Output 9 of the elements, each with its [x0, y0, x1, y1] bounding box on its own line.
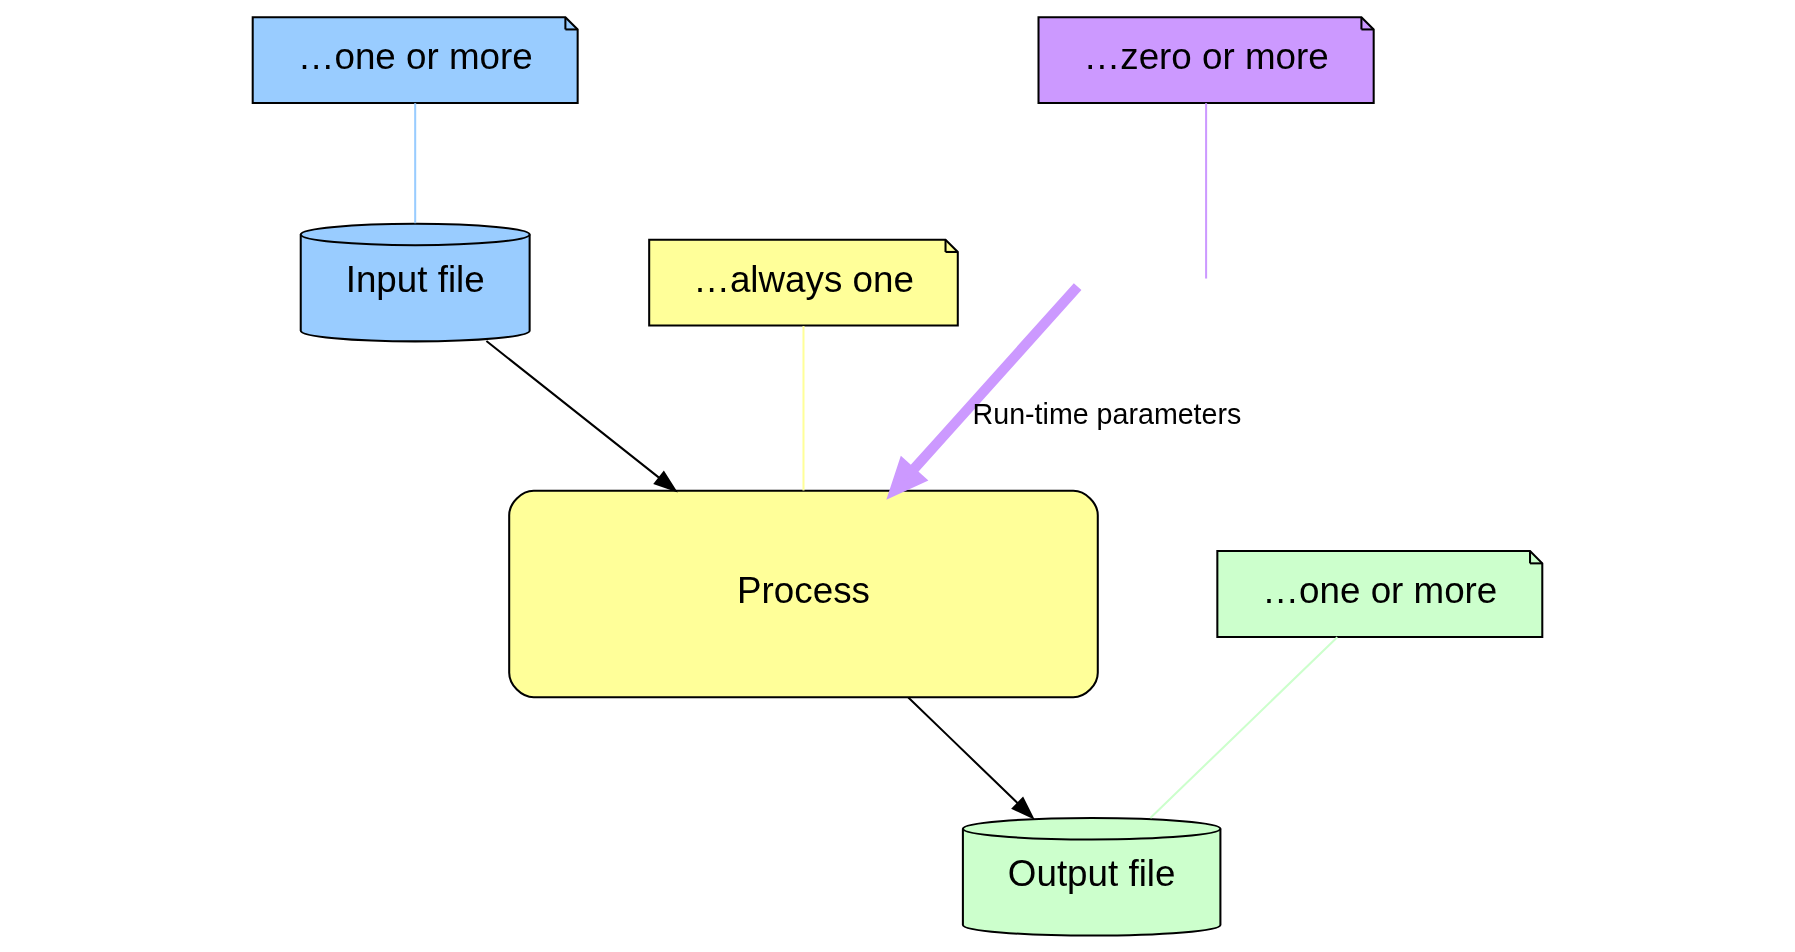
arrow [907, 696, 1035, 820]
node-box: Process [508, 489, 1099, 698]
connector [414, 102, 417, 223]
connector [1205, 102, 1208, 279]
edge-label: Run-time parameters [972, 397, 1242, 430]
connector [802, 325, 805, 490]
connector [1149, 635, 1338, 819]
arrow [886, 282, 1082, 500]
arrow [485, 339, 678, 492]
